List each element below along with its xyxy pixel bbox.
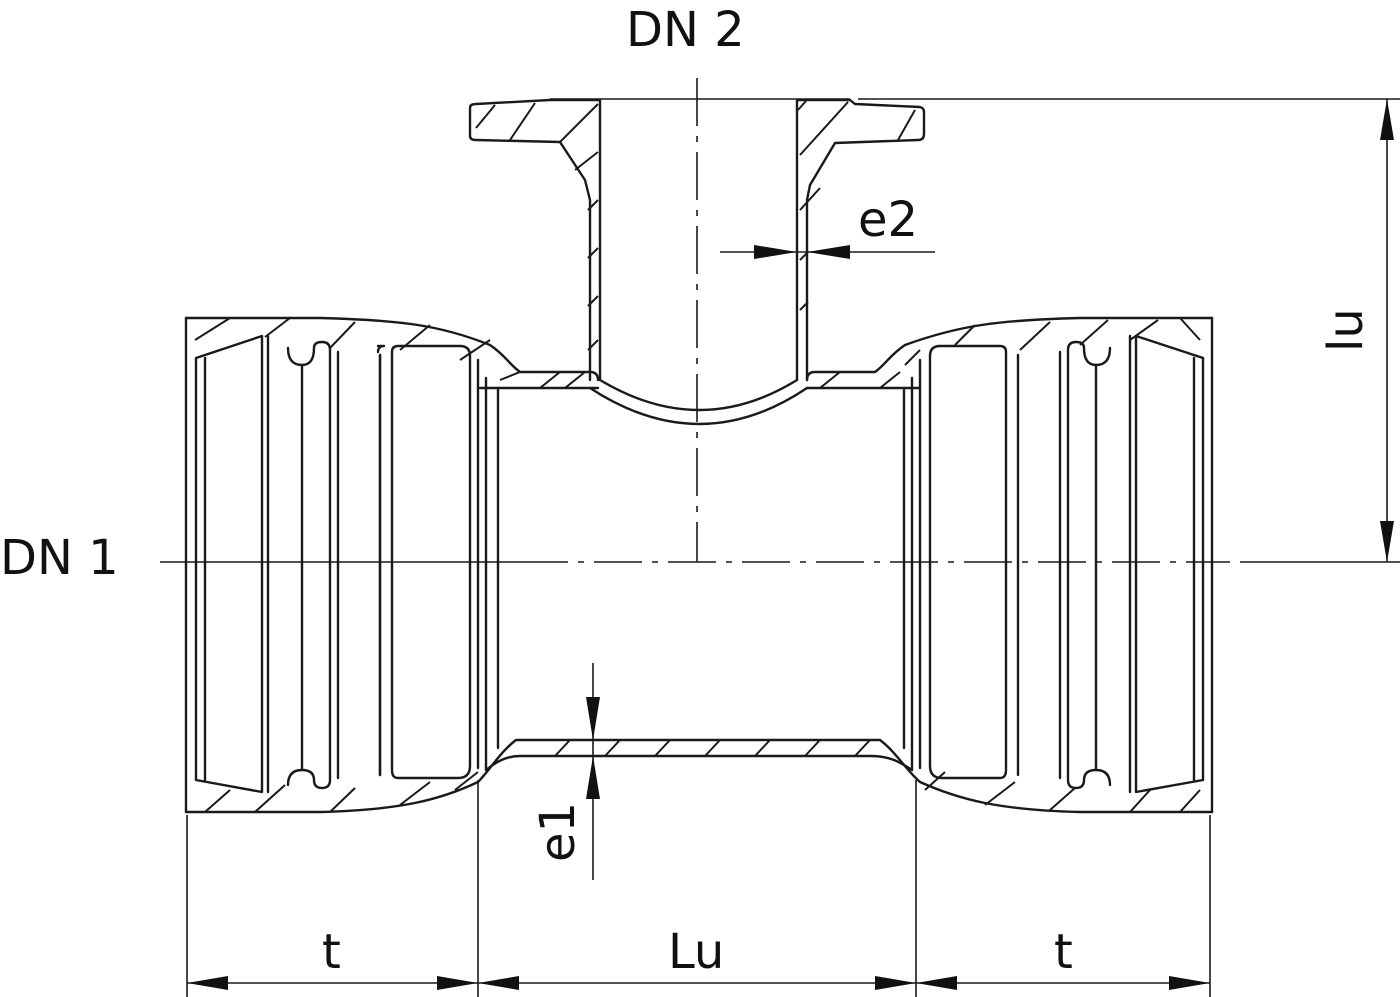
body-bottom-wall — [184, 738, 1214, 814]
dimension-e1 — [586, 663, 600, 880]
label-e1: e1 — [530, 801, 586, 862]
body-top-wall — [184, 316, 1214, 814]
center-lines — [160, 78, 1400, 563]
label-lu: lu — [1318, 308, 1374, 352]
dimension-lu — [1380, 99, 1394, 562]
label-dn2: DN 2 — [626, 2, 745, 58]
branch-flange — [468, 98, 1400, 382]
label-t-right: t — [1054, 924, 1073, 980]
dimension-e2 — [720, 200, 935, 380]
left-socket — [194, 334, 500, 794]
label-dn1: DN 1 — [0, 530, 119, 586]
dimension-bottom — [186, 780, 1211, 997]
label-Lu: Lu — [668, 924, 725, 980]
right-socket — [902, 334, 1205, 794]
label-t-left: t — [322, 924, 341, 980]
label-e2: e2 — [858, 192, 919, 248]
